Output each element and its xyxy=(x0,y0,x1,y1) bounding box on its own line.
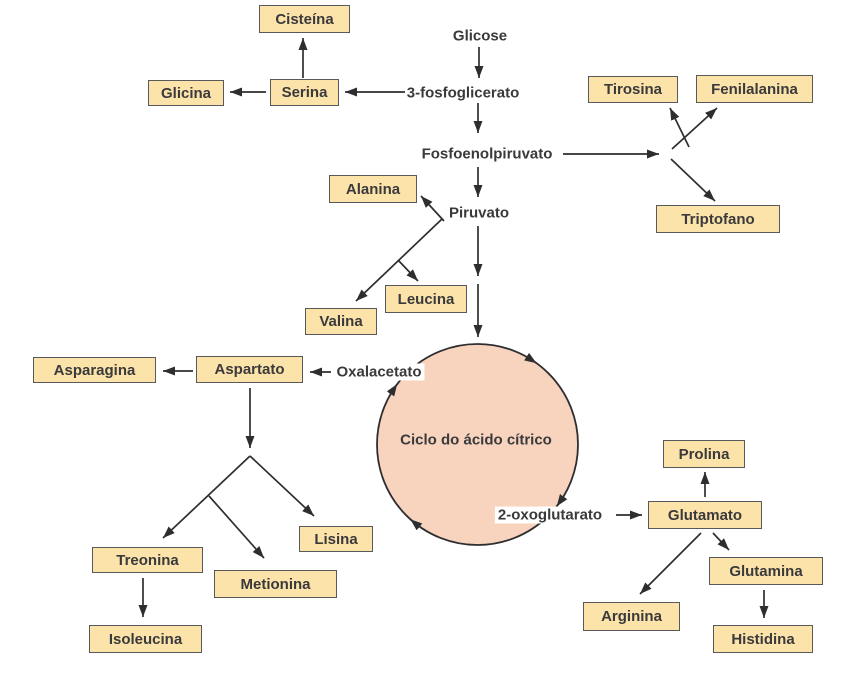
arrow-branch-tirosina xyxy=(669,107,690,148)
label-ciclo-acido-citrico: Ciclo do ácido cítrico xyxy=(400,431,552,449)
node-valina: Valina xyxy=(305,308,377,335)
node-tirosina: Tirosina xyxy=(588,76,678,103)
citric-acid-cycle-circle xyxy=(376,343,579,546)
node-lisina: Lisina xyxy=(299,526,373,552)
node-prolina: Prolina xyxy=(663,440,745,468)
label-fosfoenolpiruvato: Fosfoenolpiruvato xyxy=(421,145,553,163)
node-glutamato: Glutamato xyxy=(648,501,762,529)
node-glutamina: Glutamina xyxy=(709,557,823,585)
node-serina: Serina xyxy=(270,79,339,106)
label-3fosfoglicerato: 3-fosfoglicerato xyxy=(406,84,520,102)
node-asparagina: Asparagina xyxy=(33,357,156,383)
cycle-arrowhead-nw xyxy=(386,383,398,397)
node-histidina: Histidina xyxy=(713,625,813,653)
arrow-glutamato-glutamina xyxy=(712,532,730,551)
cycle-arrowhead-sw xyxy=(409,518,423,531)
arrow-branch-lisina xyxy=(249,455,315,517)
node-arginina: Arginina xyxy=(583,602,680,631)
arrow-branch-fenilalanina xyxy=(671,107,718,150)
node-cisteina: Cisteína xyxy=(259,5,350,33)
label-2oxoglutarato: 2-oxoglutarato xyxy=(494,506,606,524)
cycle-arrowhead-se xyxy=(556,494,568,507)
node-glicina: Glicina xyxy=(148,80,224,106)
node-treonina: Treonina xyxy=(92,547,203,573)
node-fenilalanina: Fenilalanina xyxy=(696,75,813,103)
cycle-arrowhead-ne xyxy=(524,352,538,364)
arrows xyxy=(138,38,769,618)
node-leucina: Leucina xyxy=(385,285,467,313)
node-isoleucina: Isoleucina xyxy=(89,625,202,653)
label-glicose: Glicose xyxy=(452,27,508,45)
arrow-glutamato-arginina xyxy=(639,532,702,595)
node-triptofano: Triptofano xyxy=(656,205,780,233)
node-alanina: Alanina xyxy=(329,175,417,203)
node-aspartato: Aspartato xyxy=(196,356,303,383)
arrow-branch-treonina xyxy=(162,455,251,539)
node-metionina: Metionina xyxy=(214,570,337,598)
label-oxalacetato: Oxalacetato xyxy=(333,363,425,381)
arrow-piruvato-leucina xyxy=(397,259,419,282)
arrow-piruvato-alanina xyxy=(420,195,445,222)
label-piruvato: Piruvato xyxy=(448,204,510,222)
arrow-branch-metionina xyxy=(208,495,265,559)
arrow-branch-triptofano xyxy=(670,158,716,202)
